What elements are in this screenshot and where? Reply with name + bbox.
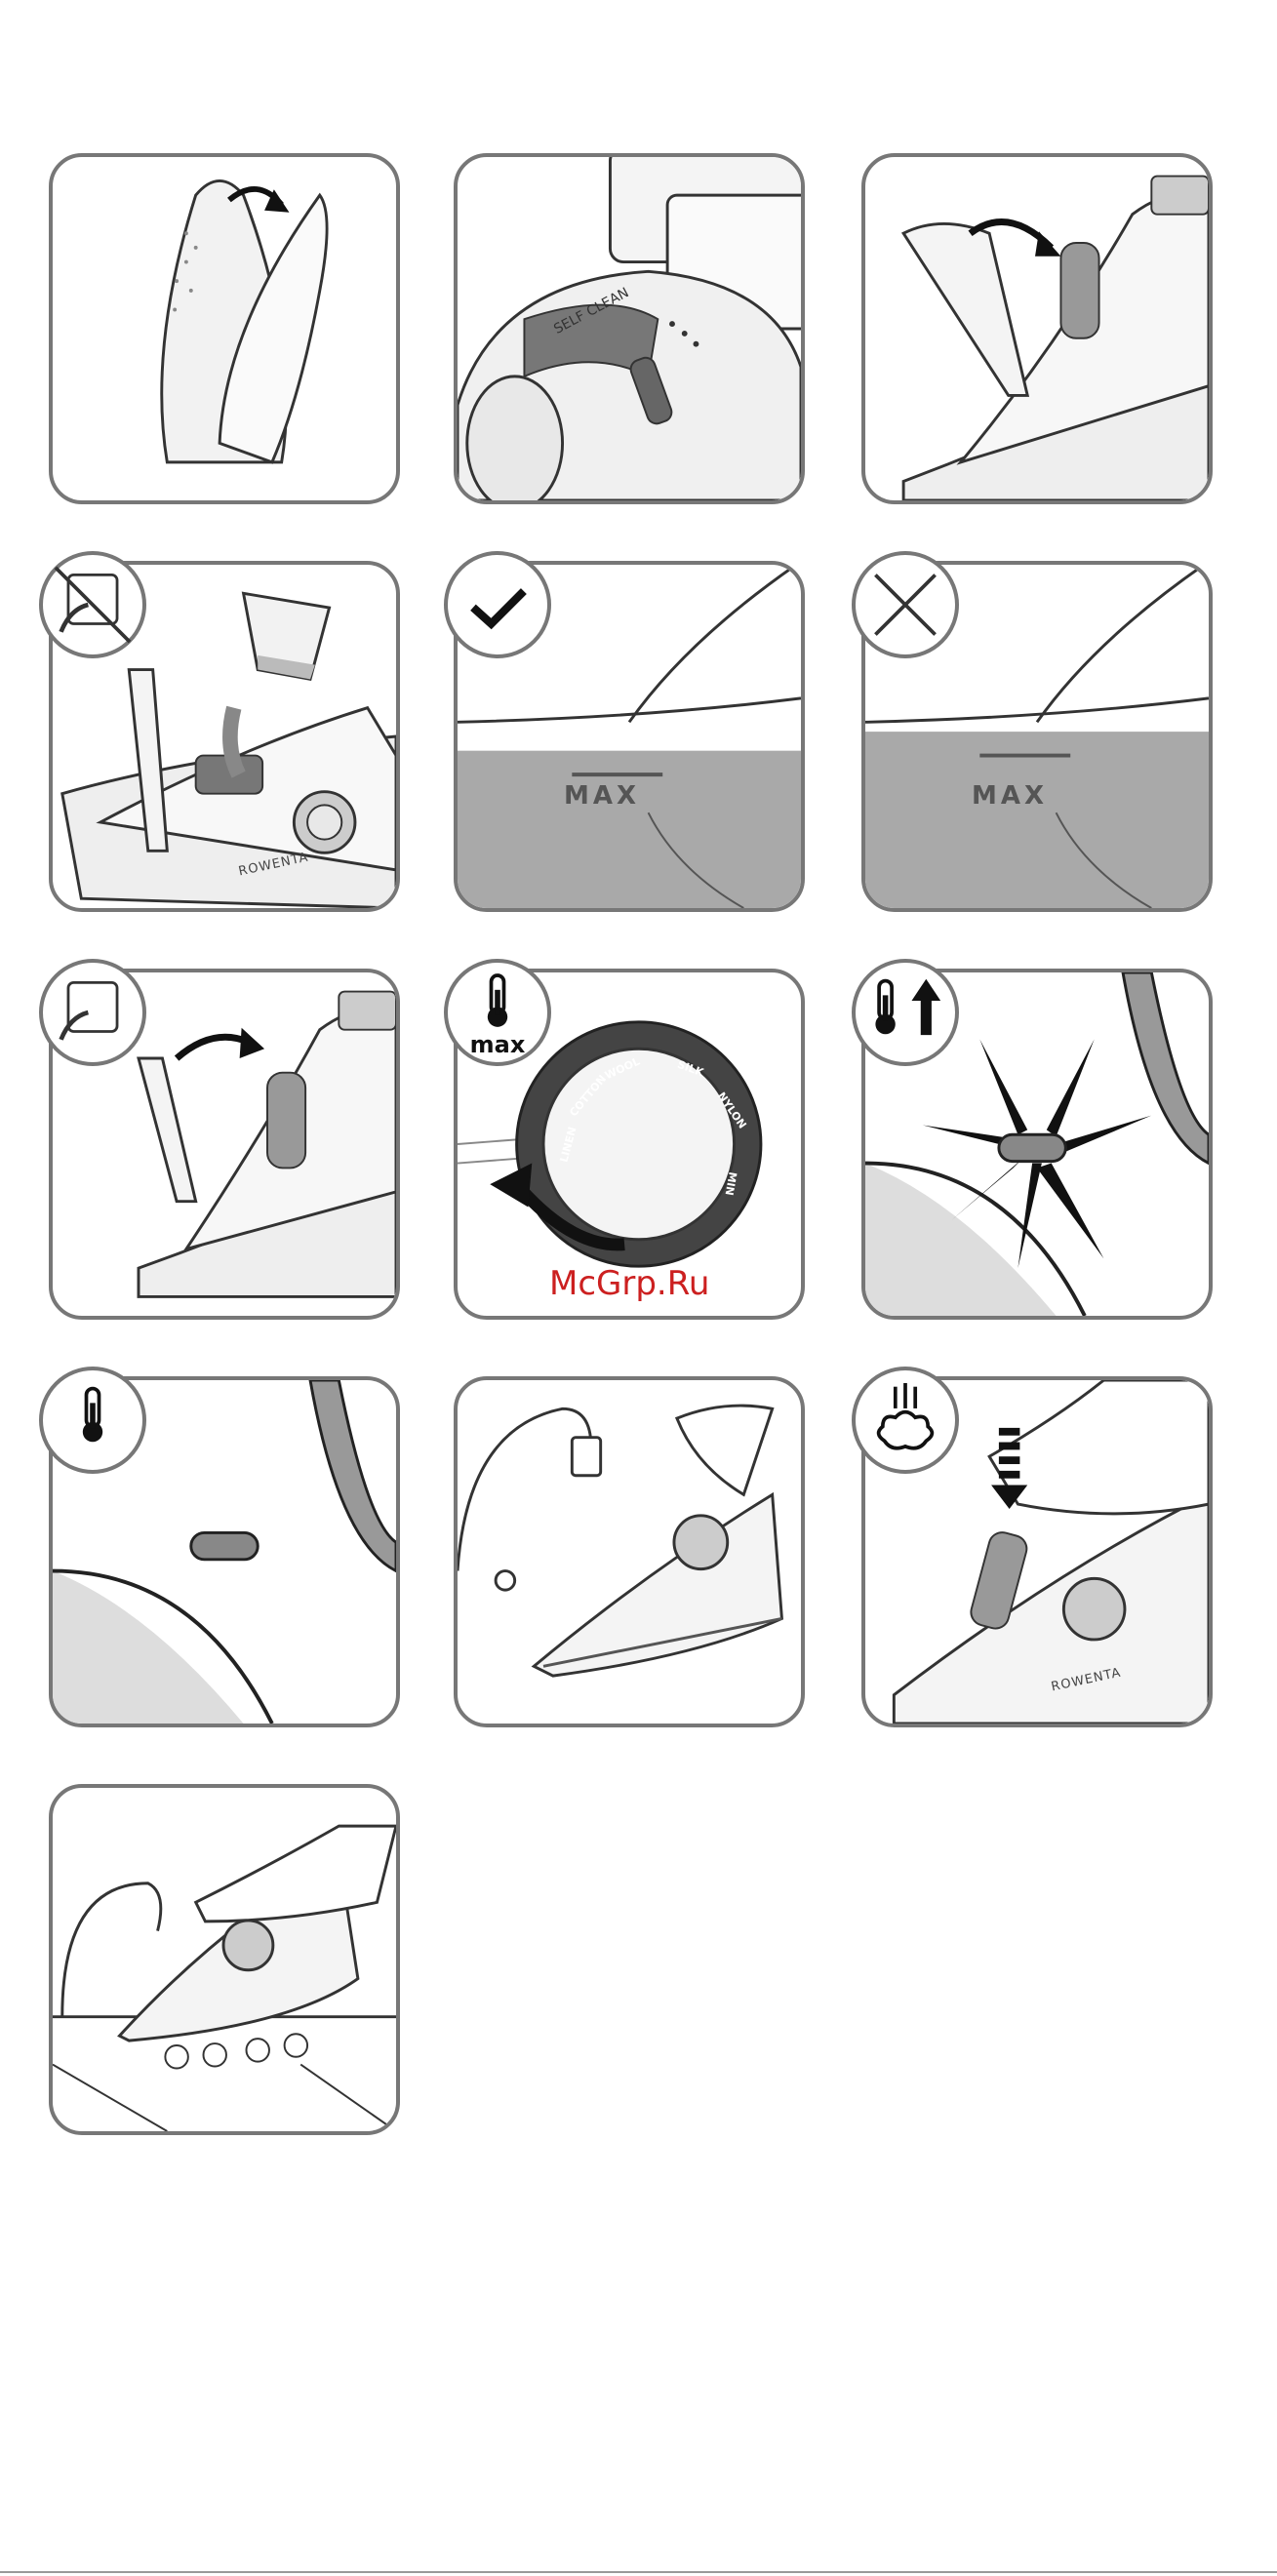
faucet-icon (62, 1883, 161, 2017)
thermo-up-badge (852, 959, 959, 1066)
panel-2-self-clean-knob: SELF CLEAN (454, 153, 805, 504)
iron-sink-illustration (458, 1380, 801, 1724)
plug-icon (61, 1012, 89, 1040)
checkmark-icon (473, 591, 524, 623)
self-clean-illustration (458, 157, 801, 500)
panel-1-rotate-iron (49, 153, 400, 504)
cross-icon (875, 575, 935, 634)
flush-sink-illustration (53, 1788, 396, 2131)
check-badge (444, 551, 551, 658)
max-badge-label: max (448, 1031, 547, 1058)
panel-13-flush-sink (49, 1784, 400, 2135)
steam-badge (852, 1367, 959, 1474)
cross-badge (852, 551, 959, 658)
panel-11-iron-over-sink (454, 1376, 805, 1727)
thermometer-icon (875, 981, 895, 1035)
unplug-badge (39, 551, 146, 658)
iron-tilt-illustration (53, 157, 396, 500)
panel-3-open-filler-cap (861, 153, 1213, 504)
plug-in-badge (39, 959, 146, 1066)
prohibited-icon (56, 568, 130, 642)
max-mark-label: MAX (861, 781, 1181, 811)
thermo-badge (39, 1367, 146, 1474)
indicator-light (999, 1134, 1065, 1161)
arrow-up-icon (911, 979, 940, 1035)
footer-rule (0, 2571, 1277, 2573)
thermometer-icon (83, 1389, 102, 1443)
steam-icon (879, 1383, 933, 1448)
indicator-light (191, 1532, 258, 1559)
faucet-icon (458, 1408, 591, 1570)
open-cap-illustration (865, 157, 1209, 500)
steam-puff-icon (165, 2034, 307, 2068)
watermark: McGrp.Ru (549, 1264, 709, 1303)
thermometer-icon (488, 975, 507, 1027)
thermo-max-badge: max (444, 959, 551, 1066)
socket-icon (68, 575, 117, 623)
max-mark-label: MAX (454, 781, 774, 811)
socket-icon (68, 982, 117, 1031)
